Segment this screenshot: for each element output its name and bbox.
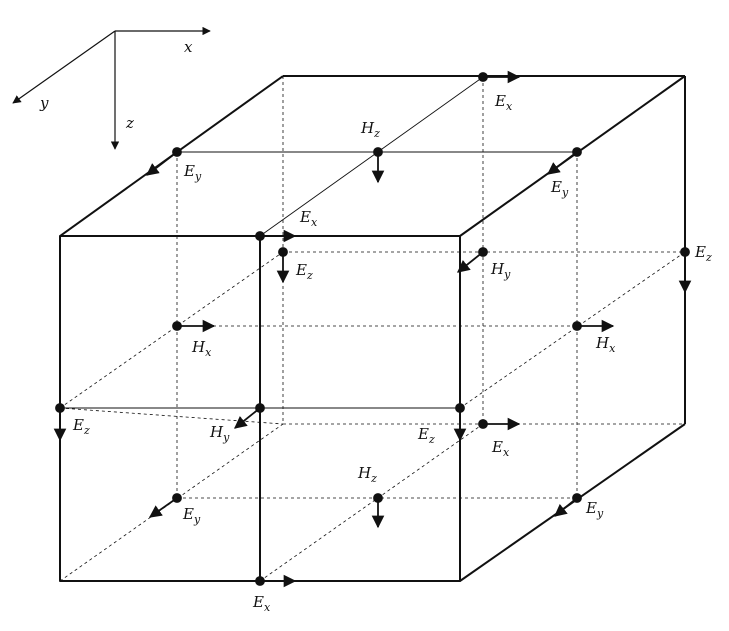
label-ez-front-inner: Ez [295, 261, 313, 282]
label-hz-bottom: Hz [357, 464, 377, 485]
label-hy-center: Hy [209, 423, 230, 444]
label-hx-left: Hx [191, 338, 212, 359]
field-nodes [53, 70, 692, 588]
x-axis-label: x [184, 38, 193, 56]
label-ex-top-front: Ex [299, 208, 318, 229]
y-axis-label: y [39, 94, 49, 112]
label-ex-mid-right: Ex [491, 438, 510, 459]
label-ez-center: Ez [417, 425, 435, 446]
label-hy-right: Hy [490, 260, 511, 281]
label-ey-top-right: Ey [550, 178, 569, 199]
label-ez-left: Ez [72, 416, 90, 437]
label-hz-top: Hz [360, 119, 380, 140]
field-labels: Ex Hz Ey Ey Ex Ez Hy Ez Hx Hx Ez Hy Ez E… [72, 92, 712, 614]
label-ey-bottom-right: Ey [585, 499, 604, 520]
label-ey-top-left: Ey [183, 162, 202, 183]
label-ex-bottom: Ex [252, 593, 271, 614]
inner-solid-lines [60, 76, 577, 409]
z-axis-label: z [125, 114, 134, 132]
label-ey-bottom-left: Ey [182, 505, 201, 526]
coordinate-axes [12, 26, 211, 150]
label-hx-right: Hx [595, 334, 616, 355]
label-ez-right: Ez [694, 243, 712, 264]
y-axis-arrow [12, 30, 116, 104]
label-ex-top-back: Ex [494, 92, 513, 113]
